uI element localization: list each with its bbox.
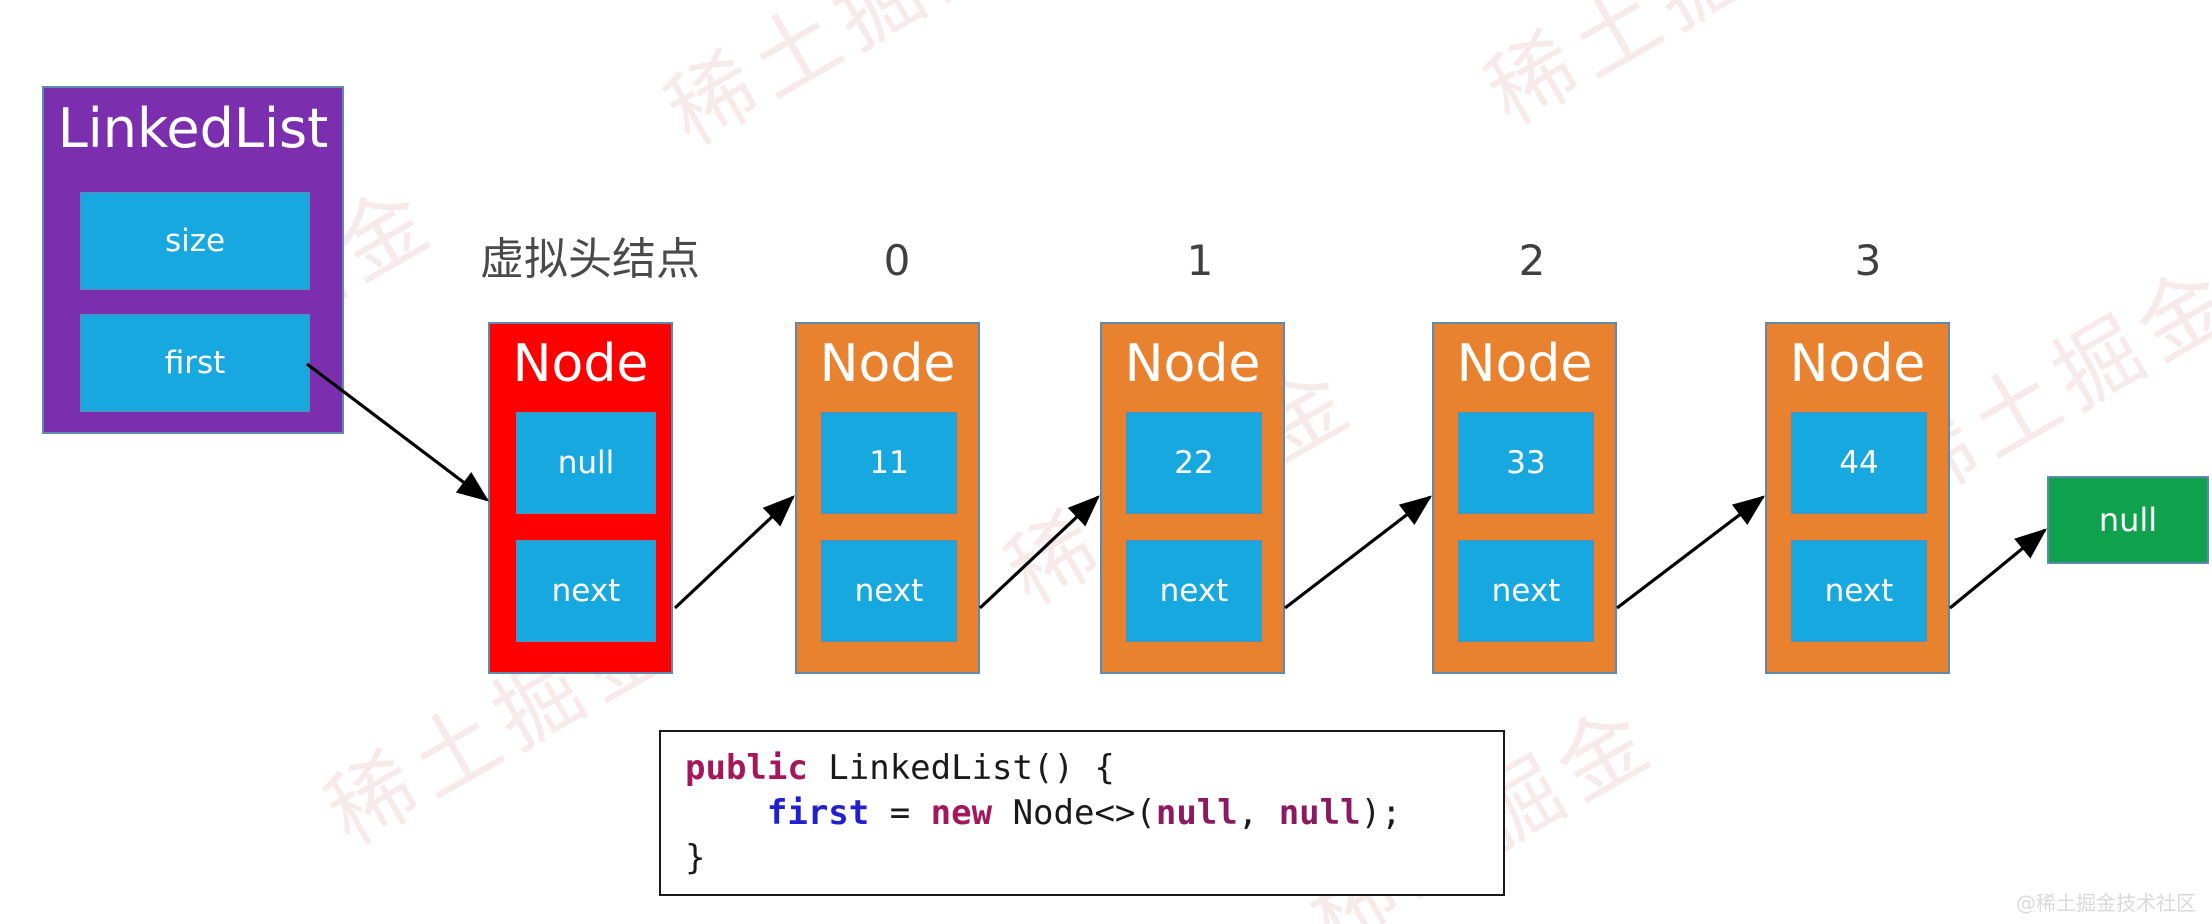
arrow-head-to-node0: [673, 495, 795, 610]
linkedlist-field-size[interactable]: size: [80, 192, 310, 290]
terminal-null-box: null: [2047, 476, 2209, 564]
node-next-cell-0[interactable]: next: [821, 540, 957, 642]
code-arg-separator: ,: [1237, 792, 1279, 833]
node-index-label-1: 1: [1186, 236, 1214, 285]
watermark-text: 稀土掘金: [1470, 0, 1854, 145]
node-next-cell-1[interactable]: next: [1126, 540, 1262, 642]
node-title-0: Node: [819, 334, 956, 394]
corner-watermark: @稀土掘金技术社区: [2016, 891, 2196, 915]
node-title-1: Node: [1124, 334, 1261, 394]
watermark-text: 稀土掘金: [650, 0, 1034, 165]
arrow-node2-to-node3: [1616, 495, 1766, 610]
node-value-cell-3[interactable]: 44: [1791, 412, 1927, 514]
code-var-first: first: [766, 792, 870, 833]
code-indent: [685, 793, 767, 833]
arrow-node3-to-null: [1948, 528, 2047, 610]
node-box-3[interactable]: Node 44 next: [1765, 322, 1950, 674]
node-next-cell-3[interactable]: next: [1791, 540, 1927, 642]
code-keyword-new: new: [930, 792, 993, 833]
node-box-1[interactable]: Node 22 next: [1100, 322, 1285, 674]
node-index-label-0: 0: [883, 236, 911, 285]
node-title-2: Node: [1456, 334, 1593, 394]
code-constructor-signature: LinkedList() {: [807, 748, 1115, 788]
head-node-next-cell[interactable]: next: [516, 540, 656, 642]
code-type-node: Node<>(: [992, 792, 1156, 833]
node-box-0[interactable]: Node 11 next: [795, 322, 980, 674]
code-statement-end: );: [1360, 792, 1402, 833]
head-node-box[interactable]: Node null next: [488, 322, 673, 674]
linkedlist-box[interactable]: LinkedList size first: [42, 86, 344, 434]
head-node-value-cell[interactable]: null: [516, 412, 656, 514]
node-index-label-2: 2: [1518, 236, 1546, 285]
head-node-title: Node: [512, 334, 649, 394]
code-keyword-public: public: [685, 748, 808, 788]
linkedlist-title: LinkedList: [57, 97, 329, 160]
virtual-head-label: 虚拟头结点: [480, 234, 700, 285]
code-null-arg-1: null: [1155, 792, 1238, 833]
code-null-arg-2: null: [1278, 792, 1361, 833]
node-value-cell-2[interactable]: 33: [1458, 412, 1594, 514]
code-assign-op: =: [869, 792, 931, 833]
node-value-cell-1[interactable]: 22: [1126, 412, 1262, 514]
node-index-label-3: 3: [1854, 236, 1882, 285]
node-next-cell-2[interactable]: next: [1458, 540, 1594, 642]
node-title-3: Node: [1789, 334, 1926, 394]
code-snippet-box: public LinkedList() { first = new Node<>…: [659, 730, 1505, 896]
node-box-2[interactable]: Node 33 next: [1432, 322, 1617, 674]
linkedlist-field-first[interactable]: first: [80, 314, 310, 412]
arrow-node0-to-node1: [978, 495, 1100, 610]
node-value-cell-0[interactable]: 11: [821, 412, 957, 514]
arrow-node1-to-node2: [1284, 495, 1433, 610]
code-closing-brace: }: [685, 837, 706, 878]
